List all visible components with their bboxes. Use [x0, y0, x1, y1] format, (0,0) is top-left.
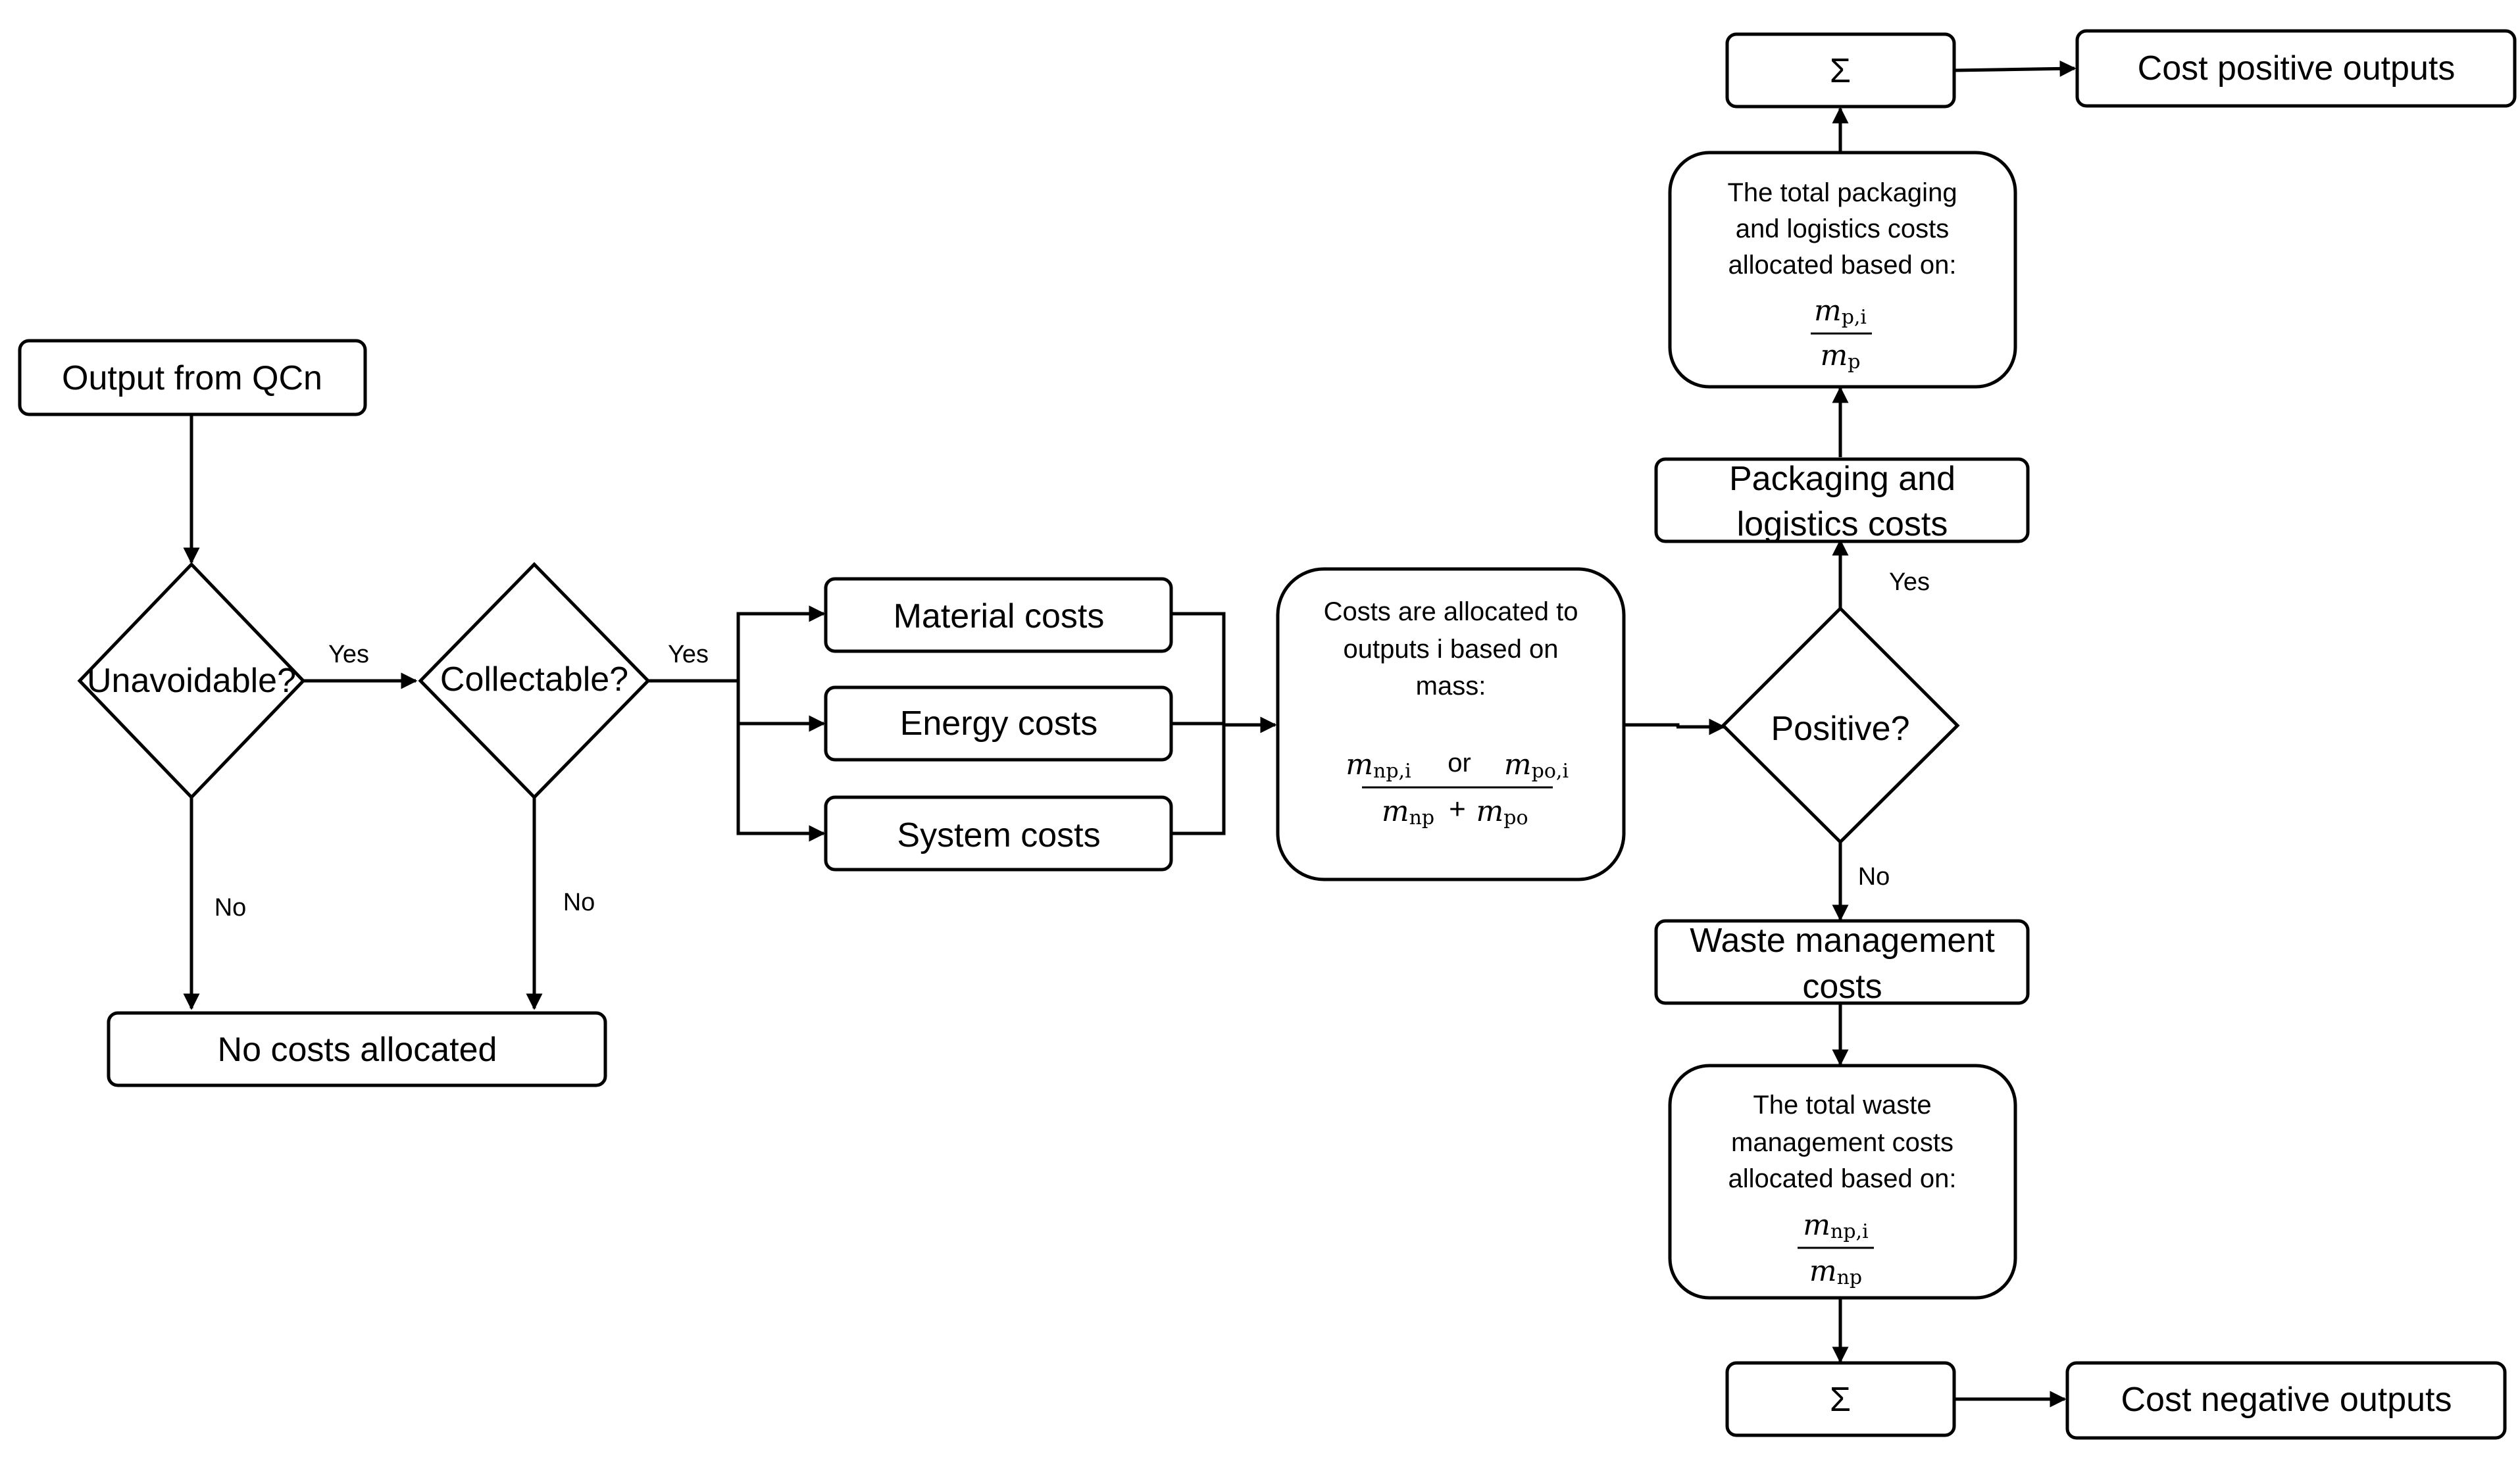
- node-no-costs-allocated-label: No costs allocated: [218, 1031, 497, 1069]
- decision-unavoidable-label: Unavoidable?: [87, 662, 296, 700]
- node-energy-costs-label: Energy costs: [900, 704, 1098, 743]
- node-sum-top-label: Σ: [1830, 52, 1851, 90]
- label-unavoidable-no: No: [214, 894, 247, 922]
- formula-or: or: [1448, 749, 1471, 778]
- node-packaging-logistics-line-1: Packaging and: [1729, 460, 1955, 498]
- node-material-costs-label: Material costs: [894, 597, 1105, 635]
- formula-mnpi: mnp,i: [1346, 748, 1411, 783]
- node-packaging-allocation: The total packaging and logistics costs …: [1668, 151, 2017, 389]
- decision-collectable: Collectable?: [418, 562, 651, 800]
- edge-allocation-to-positive: [1624, 723, 1680, 727]
- node-system-costs-label: System costs: [897, 816, 1100, 854]
- decision-positive: Positive?: [1721, 606, 1960, 845]
- decision-unavoidable: Unavoidable?: [77, 562, 306, 800]
- node-sum-top: Σ: [1725, 32, 1956, 109]
- formula-mpi: mp,i: [1814, 294, 1867, 329]
- label-collectable-no: No: [563, 889, 595, 916]
- node-output-from-qcn-label: Output from QCn: [62, 359, 322, 397]
- node-waste-management-line-1: Waste management: [1690, 922, 1995, 960]
- decision-positive-label: Positive?: [1771, 710, 1910, 748]
- node-energy-costs: Energy costs: [824, 685, 1173, 762]
- node-waste-management-line-2: costs: [1802, 968, 1882, 1006]
- label-collectable-yes: Yes: [668, 641, 709, 668]
- label-unavoidable-yes: Yes: [328, 641, 369, 668]
- node-packaging-logistics: Packaging and logistics costs: [1654, 457, 2030, 543]
- mass-allocation-formula: mnp,i or mpo,i mnp + mpo: [1346, 748, 1569, 829]
- waste-allocation-line-1: The total waste: [1753, 1091, 1931, 1120]
- node-packaging-logistics-line-2: logistics costs: [1737, 505, 1948, 543]
- label-positive-yes: Yes: [1889, 568, 1930, 596]
- waste-allocation-line-2: management costs: [1731, 1128, 1953, 1157]
- formula-mpo: mpo: [1476, 795, 1528, 829]
- edge-costs-merge: [1171, 612, 1226, 835]
- mass-allocation-line-2: outputs i based on: [1344, 635, 1559, 664]
- formula-waste-mnp: mnp: [1809, 1254, 1862, 1289]
- node-mass-allocation: Costs are allocated to outputs i based o…: [1276, 567, 1626, 881]
- node-waste-allocation: The total waste management costs allocat…: [1668, 1064, 2017, 1300]
- edge-sum-to-positive-outputs: [1953, 60, 2077, 77]
- packaging-formula: mp,i mp: [1811, 294, 1872, 374]
- formula-mnp: mnp: [1382, 795, 1434, 829]
- node-material-costs: Material costs: [824, 577, 1173, 653]
- label-positive-no: No: [1858, 863, 1890, 891]
- node-sum-bottom-label: Σ: [1830, 1381, 1851, 1419]
- node-sum-bottom: Σ: [1725, 1361, 1956, 1437]
- node-no-costs-allocated: No costs allocated: [107, 1011, 607, 1087]
- packaging-allocation-line-1: The total packaging: [1727, 178, 1957, 207]
- edge-labels: Yes No Yes No Yes No: [214, 568, 1930, 922]
- node-cost-negative-outputs: Cost negative outputs: [2065, 1361, 2507, 1440]
- waste-formula: mnp,i mnp: [1798, 1208, 1874, 1289]
- node-system-costs: System costs: [824, 795, 1173, 872]
- mass-allocation-line-3: mass:: [1416, 672, 1486, 701]
- node-waste-management: Waste management costs: [1654, 919, 2030, 1006]
- mass-allocation-line-1: Costs are allocated to: [1324, 597, 1578, 626]
- formula-waste-mnpi: mnp,i: [1803, 1208, 1868, 1243]
- node-cost-positive-outputs: Cost positive outputs: [2075, 29, 2517, 108]
- formula-mpoi: mpo,i: [1504, 748, 1569, 783]
- waste-allocation-line-3: allocated based on:: [1728, 1164, 1957, 1193]
- formula-plus: +: [1449, 793, 1466, 826]
- node-output-from-qcn: Output from QCn: [18, 339, 367, 416]
- node-cost-positive-outputs-label: Cost positive outputs: [2138, 49, 2456, 87]
- formula-mp: mp: [1821, 339, 1861, 374]
- connectors: [183, 60, 2077, 1408]
- packaging-allocation-line-2: and logistics costs: [1736, 214, 1950, 243]
- node-cost-negative-outputs-label: Cost negative outputs: [2121, 1381, 2452, 1419]
- decision-collectable-label: Collectable?: [440, 660, 628, 699]
- packaging-allocation-line-3: allocated based on:: [1728, 251, 1957, 280]
